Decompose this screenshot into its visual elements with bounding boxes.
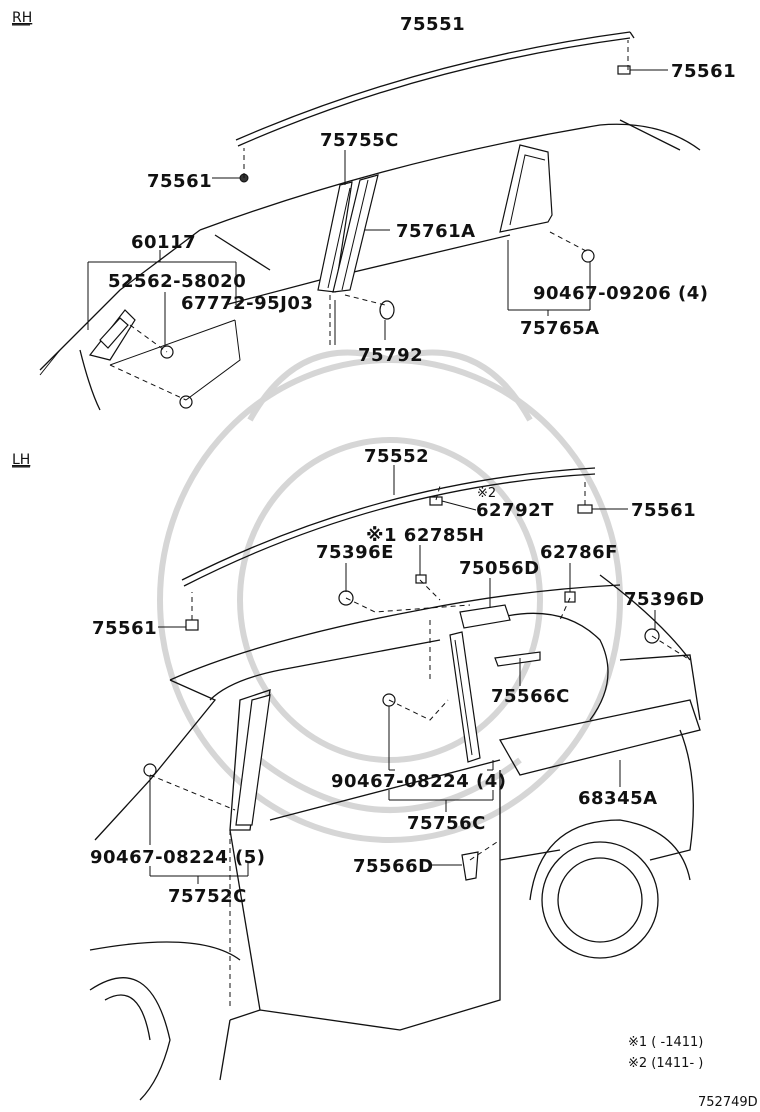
label-75561-right: 75561 (631, 500, 696, 521)
label-note2-marker: ※2 (477, 486, 496, 501)
label-75792: 75792 (358, 345, 423, 366)
section-lh-label: LH (12, 452, 30, 468)
label-62786F: 62786F (540, 542, 618, 563)
quarter-garnish-75765A (499, 144, 553, 233)
rh-vehicle-drawing (39, 31, 701, 411)
label-75566C: 75566C (491, 686, 570, 707)
label-75756C: 75756C (407, 813, 486, 834)
label-75552: 75552 (364, 446, 429, 467)
roof-moulding-75552 (181, 467, 596, 581)
label-68345A: 68345A (578, 788, 658, 809)
rear-wheel (541, 841, 659, 959)
label-75561-left: 75561 (147, 171, 212, 192)
label-75561-left-lh: 75561 (92, 618, 157, 639)
part-75792 (379, 300, 395, 320)
rh-leader-lines (87, 69, 668, 345)
part-75566D (461, 851, 479, 881)
lh-leader-lines (149, 465, 656, 884)
footnote-2: ※2 (1411- ) (628, 1056, 703, 1071)
label-75551: 75551 (400, 14, 465, 35)
lh-vehicle-drawing (89, 467, 701, 1101)
part-75056D (459, 604, 511, 629)
label-90467-08224-5: 90467-08224 (5) (90, 847, 265, 868)
footnote-1: ※1 ( -1411) (628, 1035, 703, 1050)
part-75566C (494, 651, 541, 667)
label-75561-top: 75561 (671, 61, 736, 82)
label-75761A: 75761A (396, 221, 476, 242)
label-60117: 60117 (131, 232, 196, 253)
label-75566D: 75566D (353, 856, 434, 877)
pillar-garnish-75752C (235, 694, 271, 826)
label-90467-08224-4: 90467-08224 (4) (331, 771, 506, 792)
label-62785H: ※1 62785H (366, 525, 484, 546)
label-75752C: 75752C (168, 886, 247, 907)
label-75765A: 75765A (520, 318, 600, 339)
label-75056D: 75056D (459, 558, 540, 579)
label-75396D: 75396D (624, 589, 705, 610)
section-rh-label: RH (12, 10, 32, 26)
pillar-garnish-75755C (317, 181, 353, 293)
clip-75561-right (577, 504, 593, 514)
roof-moulding-75551 (235, 31, 631, 141)
watermark-emblem (157, 349, 623, 843)
label-75396E: 75396E (316, 542, 394, 563)
clip-75561-left-lh (185, 619, 199, 631)
diagram-id: 752749D (698, 1095, 758, 1110)
pillar-garnish-75756C (449, 631, 481, 763)
rail-cover-68345A (498, 699, 701, 776)
label-90467-09206: 90467-09206 (4) (533, 283, 708, 304)
label-75755C: 75755C (320, 130, 399, 151)
label-67772-95J03: 67772-95J03 (181, 293, 313, 314)
label-62792T: 62792T (476, 500, 554, 521)
label-52562-58020: 52562-58020 (108, 271, 246, 292)
